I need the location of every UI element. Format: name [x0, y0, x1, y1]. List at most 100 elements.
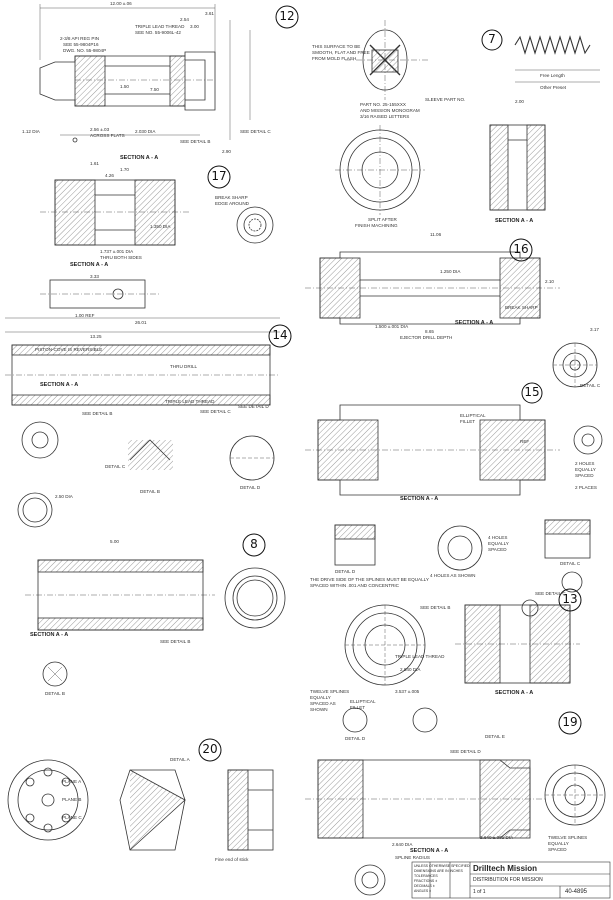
drawing-number-14: 14 [272, 328, 288, 342]
note-label: EDGE AROUND [215, 201, 249, 206]
section-title: SECTION A - A [40, 382, 79, 388]
dim-label: 12.00 ±.06 [110, 1, 132, 6]
title-block-number: 40-4895 [565, 889, 588, 895]
note-label: BREAK SHARP [215, 195, 248, 200]
note-label: SPLIT AFTER [368, 217, 397, 222]
drawing-number-12: 12 [279, 9, 295, 23]
plane-label: PLANE A [62, 779, 82, 784]
note-label: TWELVE SPLINES [310, 689, 350, 694]
drawing-16 [305, 251, 598, 388]
title-block-sheet: 1 of 1 [473, 889, 486, 895]
note-label: 4 HOLES [488, 535, 508, 540]
drawing-19 [305, 707, 606, 896]
dim-label: 5.00 [110, 539, 119, 544]
drawing-14 [5, 317, 280, 528]
note-label: THE DRIVE SIDE OF THE SPLINES MUST BE EQ… [310, 577, 429, 582]
note-label: 2 PLACES [575, 485, 597, 490]
dim-label: 2.640 DIA [392, 842, 413, 847]
dim-label: 7.50 [150, 87, 159, 92]
dim-label: 1.737 ±.001 DIA [100, 249, 134, 254]
dim-label: 2.50 DIA [55, 494, 73, 499]
drawing-15 [305, 404, 603, 593]
drawing-number-7: 7 [488, 32, 496, 46]
note-label: SEE DETAIL D [450, 749, 481, 754]
note-label: EJECTOR DRILL DEPTH [400, 335, 453, 340]
note-label: SEE DETAIL B [160, 639, 191, 644]
dim-label: Free Length [540, 73, 565, 78]
dim-label: 1.12 DIA [22, 129, 40, 134]
note-label: THRU BOTH SIDES [100, 255, 142, 260]
dim-label: 26.01 [135, 320, 147, 325]
note-label: SPACED WITHIN .001 AND CONCENTRIC [310, 583, 399, 588]
note-label: THRU DRILL [170, 364, 198, 369]
note-label: 2 HOLES [575, 461, 595, 466]
dim-label: 3.537 ±.005 [395, 689, 420, 694]
note-label: 4 HOLES AS SHOWN [430, 573, 476, 578]
dim-label: 1.350 DIA [150, 224, 171, 229]
note-label: BREAK SHARP [505, 305, 538, 310]
note-label: SEE NO. 55-9006L-42 [135, 30, 181, 35]
dim-label: 1.61 [90, 161, 99, 166]
drawing-13 [344, 599, 580, 686]
dim-label: 3.00 [190, 24, 199, 29]
detail-title: DETAIL B [140, 489, 160, 494]
note-label: FILLET [350, 705, 366, 710]
dim-label: 2.030 DIA [135, 129, 156, 134]
note-label: TRIPLE LEAD THREAD [135, 24, 185, 29]
note-label: 3/16 RAISED LETTERS [360, 114, 410, 119]
dim-label: REF [520, 439, 530, 444]
note-label: ELLIPTICAL [350, 699, 376, 704]
dim-label: Other Preset [540, 85, 567, 90]
detail-title: DETAIL B [45, 691, 65, 696]
drawing-17 [40, 179, 274, 309]
dim-label: 2.840 DIA [400, 667, 421, 672]
note-label: TRIPLE LEAD THREAD [395, 654, 445, 659]
detail-title: DETAIL D [240, 485, 261, 490]
section-title: SECTION A - A [30, 632, 69, 638]
dim-label: 2.640 ±.001 DIA [480, 835, 514, 840]
detail-title: DETAIL D [345, 736, 366, 741]
note-label: FILLET [460, 419, 476, 424]
note-label: DWG. NO. 55-9804P [63, 48, 107, 53]
section-title: SECTION A - A [495, 690, 534, 696]
note-label: SPACED [575, 473, 594, 478]
drawing-number-20: 20 [202, 742, 218, 756]
drawing-number-15: 15 [524, 385, 540, 399]
dim-label: 1.50 [120, 84, 129, 89]
dim-label: 1.00 REF [75, 313, 95, 318]
dim-label: 3.61 [205, 11, 214, 16]
title-block-note: UNLESS OTHERWISE SPECIFIED [414, 864, 470, 868]
title-block-note: FRACTIONS ± [414, 879, 438, 883]
note-label: SEE 55-9804P16 [63, 42, 99, 47]
note-label: EQUALLY [548, 841, 569, 846]
dim-label: 1.500 ±.001 DIA [375, 324, 409, 329]
dim-label: 13.25 [90, 334, 102, 339]
note-label: TRIPLE LEAD THREAD [165, 399, 215, 404]
note-label: Fine end of stick [215, 857, 249, 862]
note-label: FROM MOLD FLASH [312, 56, 357, 61]
note-label: SPACED [548, 847, 567, 852]
dim-label: 1.250 DIA [440, 269, 461, 274]
note-label: EQUALLY [575, 467, 596, 472]
note-label: SEE DETAIL C [535, 591, 566, 596]
note-label: SMOOTH, FLAT AND FREE [312, 50, 370, 55]
section-title: SECTION A - A [455, 320, 494, 326]
plane-label: PLANE C [62, 815, 82, 820]
drawing-number-17: 17 [211, 169, 227, 183]
note-label: SEE DETAIL B [180, 139, 211, 144]
section-title: SECTION A - A [400, 496, 439, 502]
drawing-7 [335, 20, 600, 215]
dim-label: 3.17 [590, 327, 599, 332]
note-label: SLEEVE PART NO. [425, 97, 466, 102]
title-block-note: TOLERANCES [414, 874, 438, 878]
title-block-note: DIMENSIONS ARE IN INCHES [414, 869, 463, 873]
note-label: PISTON-COVE IS REVERSIBLE [35, 347, 103, 352]
dim-label: 4.26 [105, 173, 114, 178]
note-label: PART NO. 25-155XXX [360, 102, 406, 107]
dim-label: 2.56 ±.03 [90, 127, 110, 132]
detail-title: DETAIL C [105, 464, 126, 469]
section-title: SECTION A - A [495, 218, 534, 224]
dim-label: ACROSS FLATS [90, 133, 125, 138]
note-label: FINISH MACHINING [355, 223, 398, 228]
title-block-title: DISTRIBUTION FOR MISSION [473, 877, 543, 883]
